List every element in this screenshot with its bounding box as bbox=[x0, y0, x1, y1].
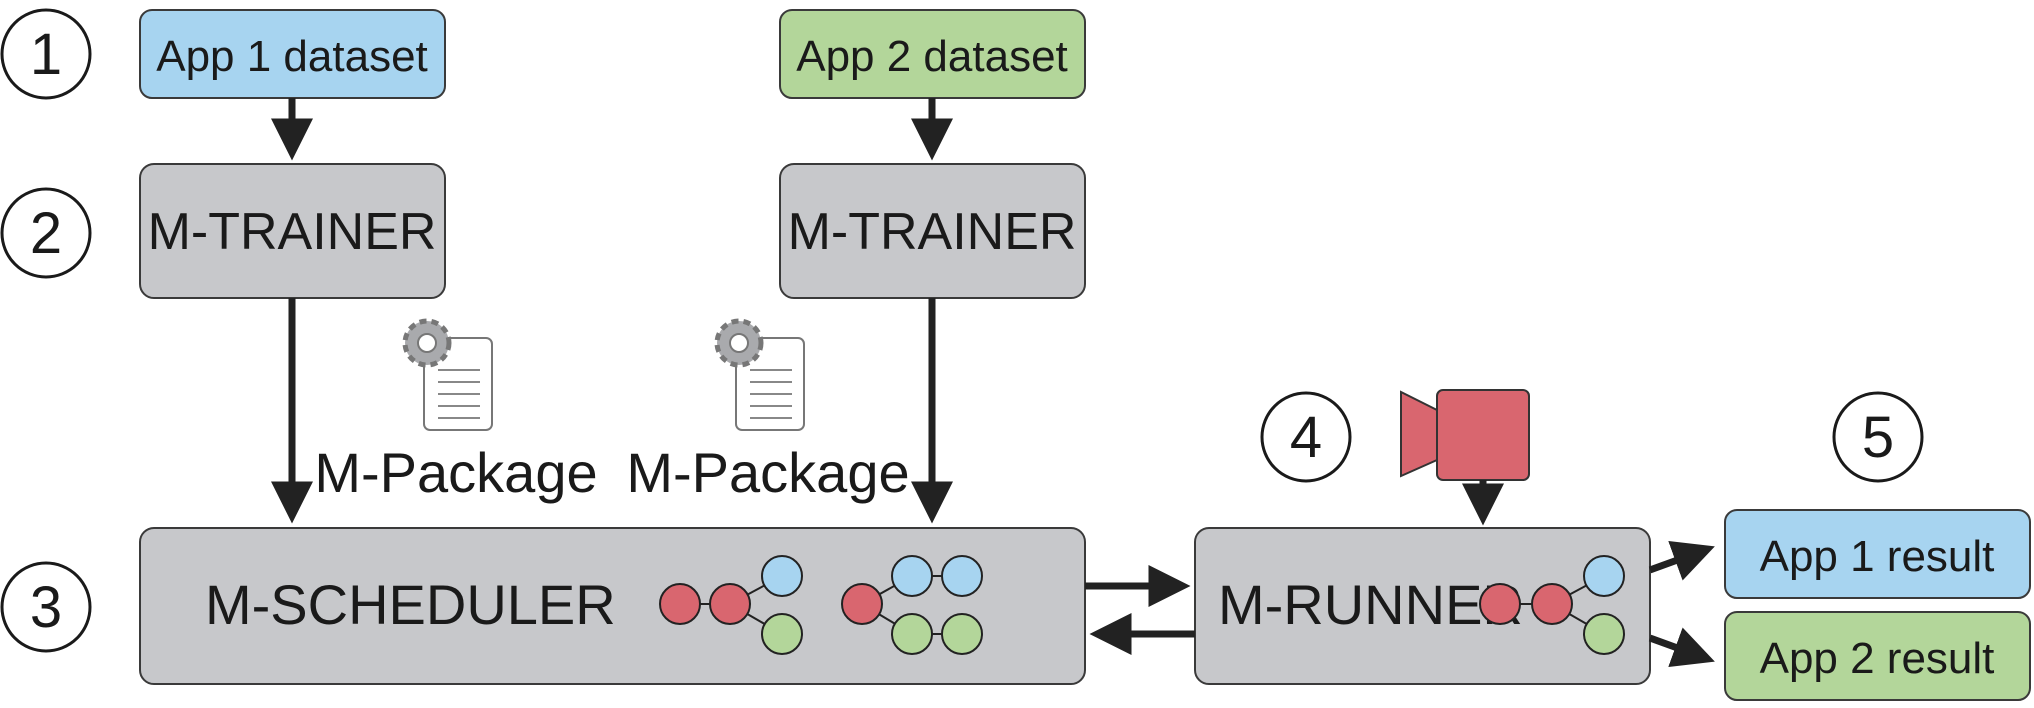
step-2-badge: 2 bbox=[0, 187, 92, 279]
arrow-runner-result1 bbox=[1648, 541, 1715, 581]
node-graph-icon bbox=[659, 555, 803, 655]
package-2: M-Package bbox=[626, 318, 910, 504]
app2-dataset-label: App 2 dataset bbox=[796, 32, 1068, 81]
step-3-label: 3 bbox=[30, 575, 62, 640]
step-4-label: 4 bbox=[1290, 405, 1322, 470]
node-graph-icon bbox=[841, 555, 983, 655]
step-5-label: 5 bbox=[1862, 405, 1894, 470]
arrow-runner-result2 bbox=[1648, 627, 1715, 667]
video-camera-icon bbox=[1400, 389, 1530, 481]
app2-dataset-box: App 2 dataset bbox=[779, 9, 1086, 99]
trainer-1-box: M-TRAINER bbox=[139, 163, 446, 299]
app1-dataset-label: App 1 dataset bbox=[156, 32, 428, 81]
step-1-badge: 1 bbox=[0, 8, 92, 100]
step-4-badge: 4 bbox=[1260, 391, 1352, 483]
step-2-label: 2 bbox=[30, 201, 62, 266]
step-5-badge: 5 bbox=[1832, 391, 1924, 483]
package-2-label: M-Package bbox=[626, 441, 909, 504]
scheduler-box: M-SCHEDULER bbox=[139, 527, 1086, 685]
app1-result-box: App 1 result bbox=[1724, 509, 2031, 599]
package-1: M-Package bbox=[314, 318, 598, 504]
trainer-2-box: M-TRAINER bbox=[779, 163, 1086, 299]
app2-result-label: App 2 result bbox=[1760, 634, 1995, 683]
runner-box: M-RUNNER bbox=[1194, 527, 1651, 685]
runner-label: M-RUNNER bbox=[1218, 573, 1523, 636]
scheduler-label: M-SCHEDULER bbox=[205, 573, 616, 636]
app1-result-label: App 1 result bbox=[1760, 532, 1995, 581]
app2-result-box: App 2 result bbox=[1724, 611, 2031, 701]
node-graph-icon bbox=[1479, 555, 1625, 655]
step-3-badge: 3 bbox=[0, 561, 92, 653]
package-1-label: M-Package bbox=[314, 441, 597, 504]
step-1-label: 1 bbox=[30, 22, 62, 87]
gear-document-icon bbox=[402, 318, 493, 431]
trainer-2-label: M-TRAINER bbox=[788, 203, 1077, 261]
trainer-1-label: M-TRAINER bbox=[148, 203, 437, 261]
app1-dataset-box: App 1 dataset bbox=[139, 9, 446, 99]
gear-document-icon bbox=[714, 318, 805, 431]
